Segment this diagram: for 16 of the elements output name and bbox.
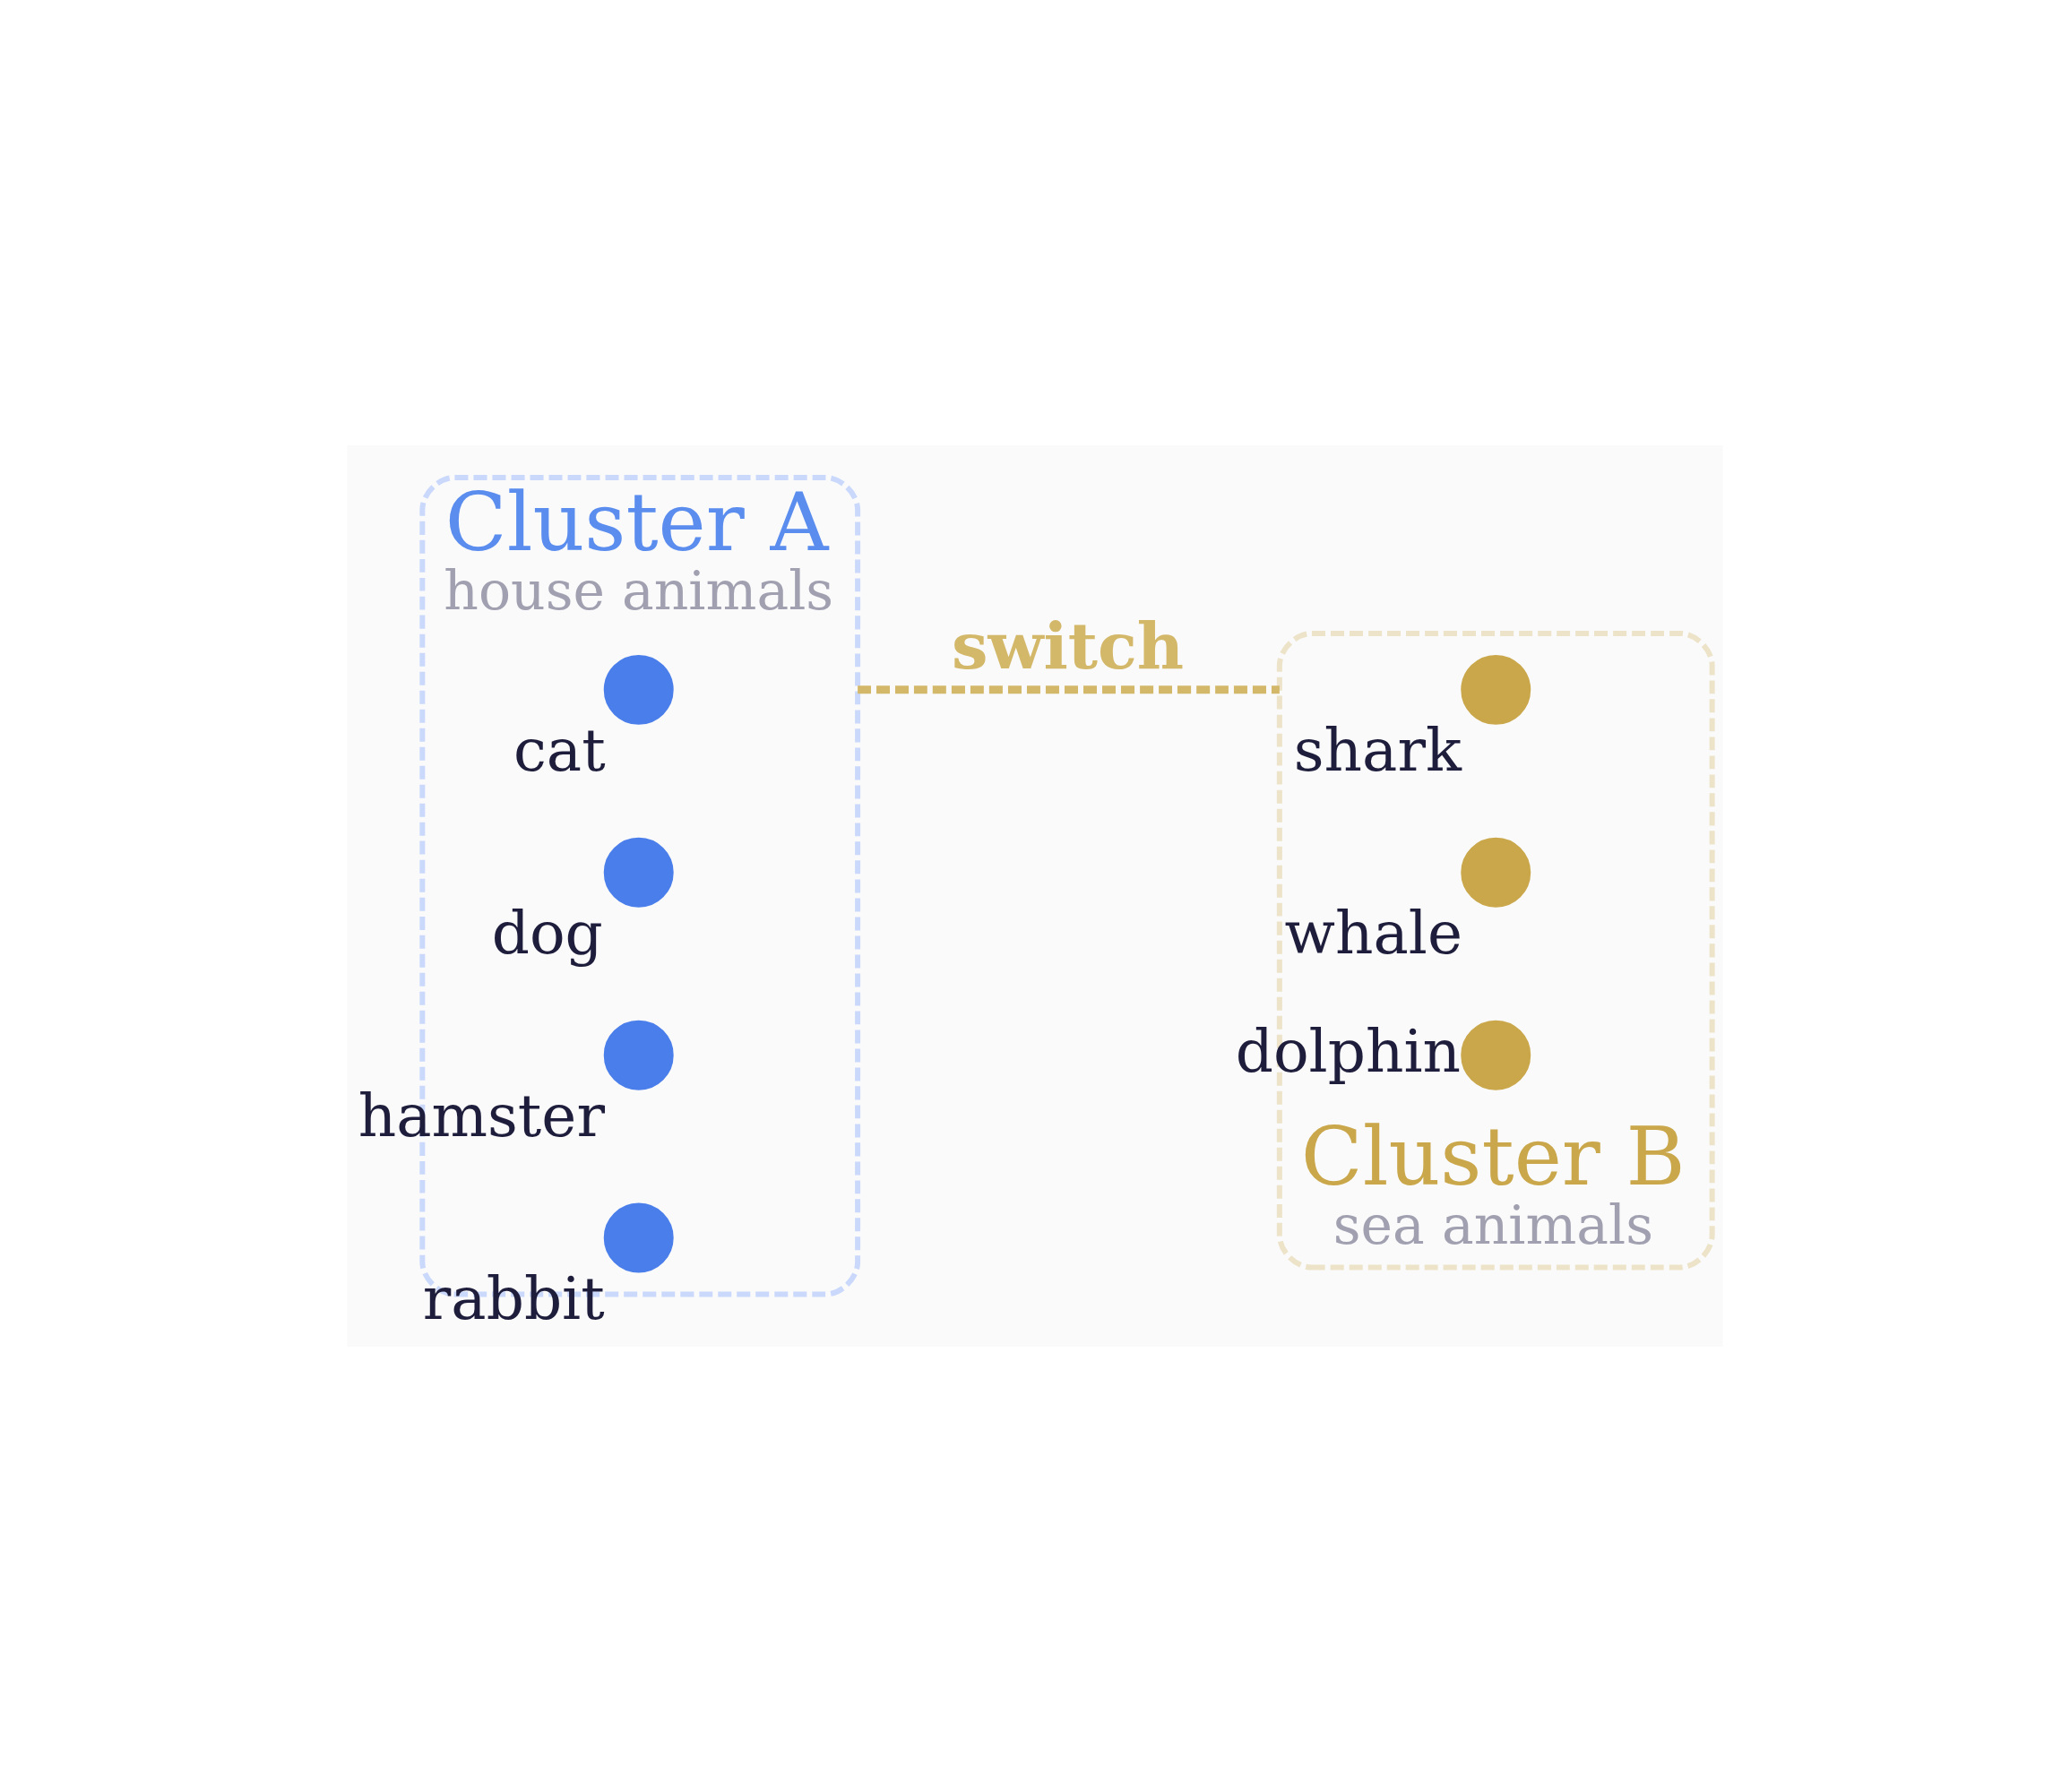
node-circle [1461,654,1531,725]
node-circle [603,1020,674,1090]
node-circle [603,654,674,725]
node-label: cat [513,716,606,786]
node-label: whale [1284,899,1462,969]
node-circle [1461,1020,1531,1090]
node-label: hamster [358,1081,605,1150]
node-label: dog [491,899,603,969]
node-circle [603,837,674,908]
node-label: dolphin [1235,1016,1461,1086]
node-label: shark [1293,716,1462,786]
edge-label: switch [952,607,1185,685]
node-circle [1461,837,1531,908]
node-label: rabbit [422,1263,605,1333]
connector [858,685,1280,694]
node-circle [603,1202,674,1273]
